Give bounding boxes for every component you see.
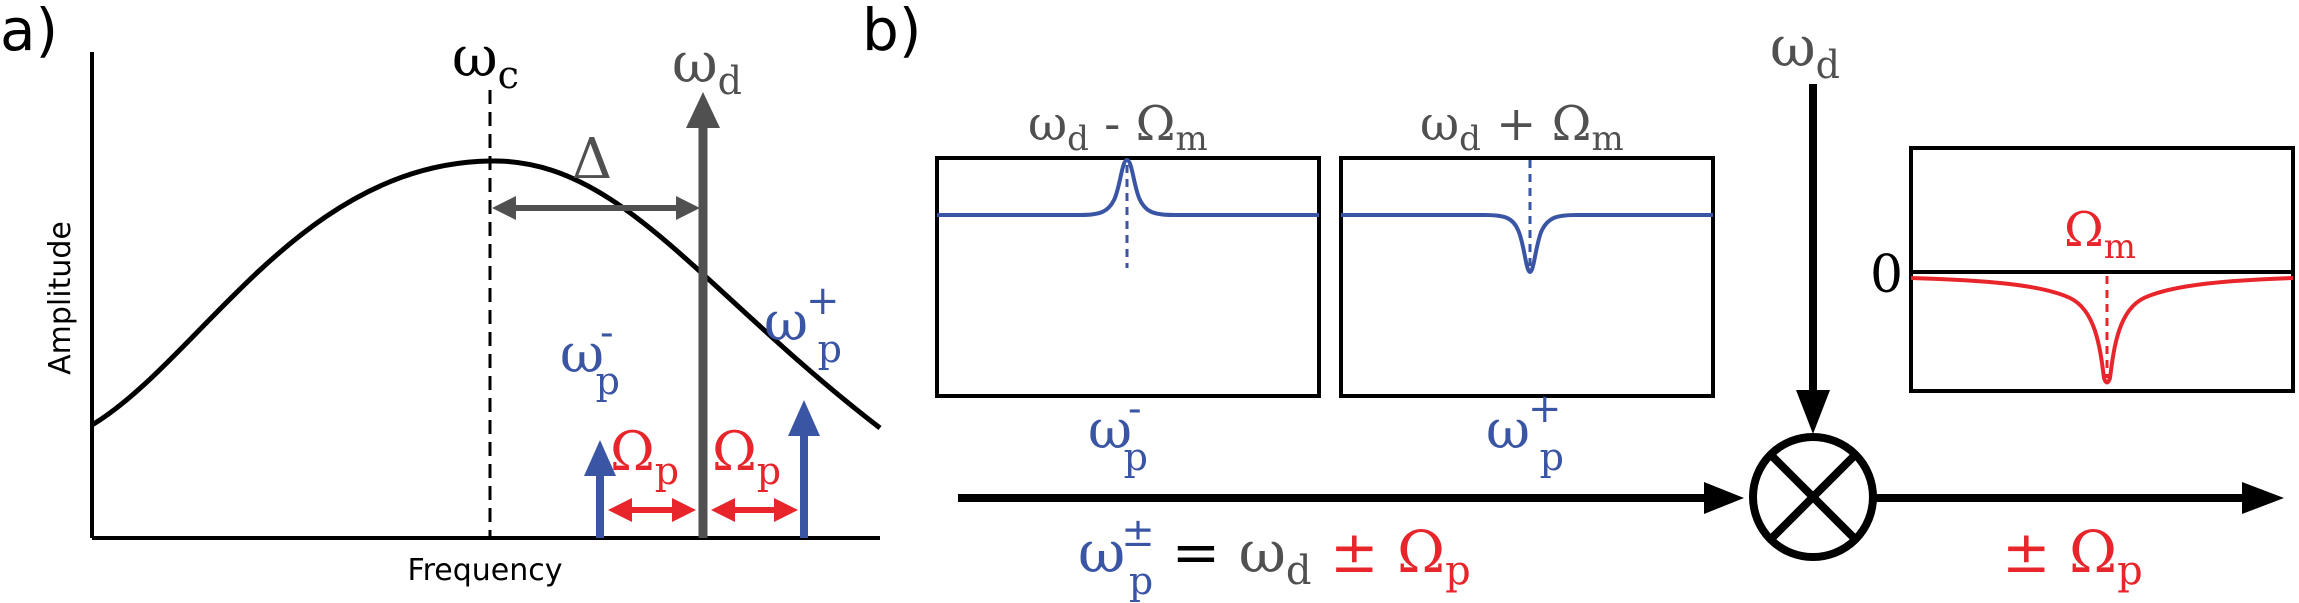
- omega-d-label: ωd: [672, 31, 742, 103]
- box-minus-peak-curve: [937, 157, 1319, 217]
- box-minus: [935, 156, 1321, 398]
- mixer-cross-2: [1768, 452, 1858, 542]
- delta-label: Δ: [572, 127, 612, 192]
- output-arrowhead: [2242, 482, 2284, 514]
- Omega-p-right-arrowhead-r: [774, 498, 798, 522]
- Omega-p-left-label: Ωp: [610, 420, 679, 493]
- Omega-p-right-label: Ωp: [712, 420, 781, 493]
- omega-d-arrowhead: [686, 92, 720, 128]
- panel-a: a) Frequency Amplitude ωc ωd Δ ω-p: [0, 0, 882, 588]
- omega-p-plus-arrowhead: [788, 400, 820, 436]
- cavity-resonance-curve: [90, 158, 882, 430]
- box-plus-label: ω+p: [1486, 386, 1564, 479]
- panel-a-label: a): [0, 0, 58, 64]
- box-plus: [1339, 156, 1715, 398]
- box-plus-title: ωd + Ωm: [1420, 96, 1624, 159]
- Omega-p-left-arrowhead-r: [672, 498, 696, 522]
- omega-d-input-arrowhead: [1796, 390, 1830, 434]
- Omega-p-left-arrowhead-l: [608, 498, 632, 522]
- box-plus-dip-curve: [1341, 213, 1713, 275]
- omega-p-plus-label: ω+p: [764, 278, 842, 371]
- box-minus-title: ωd - Ωm: [1028, 96, 1208, 159]
- Omega-p-right-arrowhead-l: [711, 498, 735, 522]
- probe-input-arrowhead: [1704, 482, 1744, 514]
- box-minus-label: ω-p: [1088, 386, 1148, 479]
- panel-b: b) ωd - Ωm ω-p ωd + Ωm ω+p ωd: [862, 0, 2295, 603]
- delta-arrowhead-left: [492, 196, 516, 220]
- result-zero-label: 0: [1870, 245, 1903, 305]
- x-axis-label: Frequency: [408, 553, 563, 588]
- panel-b-label: b): [862, 0, 921, 64]
- omega-p-minus-label: ω-p: [560, 310, 620, 403]
- output-label: ± Ωp: [2002, 518, 2143, 594]
- omega-c-label: ωc: [452, 25, 519, 97]
- omega-d-input-label: ωd: [1770, 15, 1840, 87]
- probe-equation: ω±p = ωd ± Ωp: [1078, 510, 1471, 603]
- result-peak-label: Ωm: [2064, 202, 2136, 267]
- delta-arrowhead-right: [676, 196, 700, 220]
- omega-p-minus-arrowhead: [584, 440, 616, 476]
- y-axis-label: Amplitude: [43, 221, 78, 375]
- result-dip-curve: [1910, 276, 2294, 385]
- result-box: [1909, 146, 2295, 393]
